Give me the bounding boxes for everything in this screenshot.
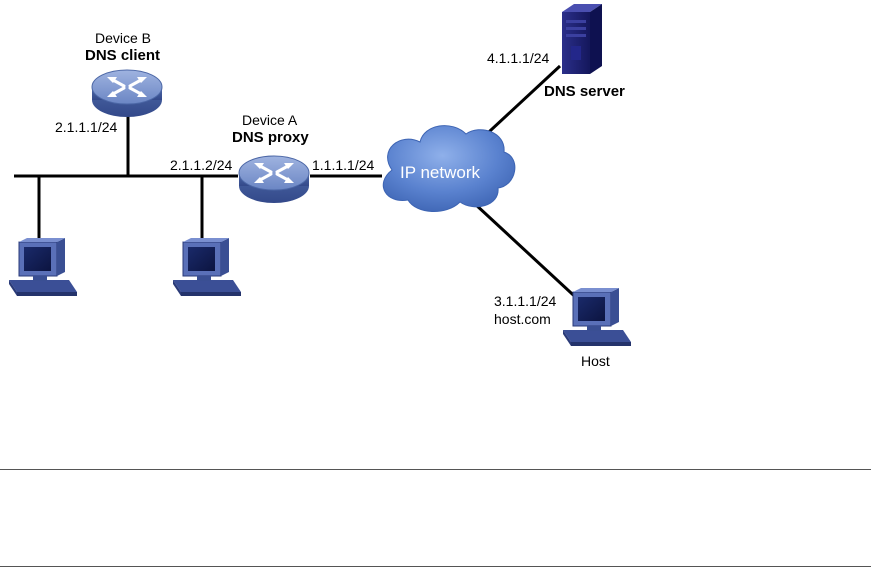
cloud-label: IP network [400,163,481,182]
dns-server-ip: 4.1.1.1/24 [487,50,550,66]
host-label: Host [581,353,610,369]
host-domain: host.com [494,311,551,327]
device-a-lan-ip: 2.1.1.2/24 [170,157,233,173]
device-a-role: DNS proxy [232,129,309,146]
top-divider [0,469,871,470]
host-pc-icon [562,287,632,347]
dns-server-icon [562,4,602,74]
network-links [14,64,585,306]
dns-server-label: DNS server [544,83,625,100]
device-b-ip: 2.1.1.1/24 [55,119,118,135]
device-b-name: Device B [95,30,152,46]
device-a-router-icon [237,154,311,205]
pc-2-icon [172,237,242,297]
cloud-to-host-link [473,202,585,306]
device-b-router-icon [90,68,164,119]
host-ip: 3.1.1.1/24 [494,293,557,309]
device-a-wan-ip: 1.1.1.1/24 [312,157,375,173]
device-b-role: DNS client [85,47,161,64]
ip-network-cloud-icon [382,125,516,213]
pc-1-icon [8,237,78,297]
cloud-to-server-link [475,64,562,145]
device-a-name: Device A [242,112,298,128]
